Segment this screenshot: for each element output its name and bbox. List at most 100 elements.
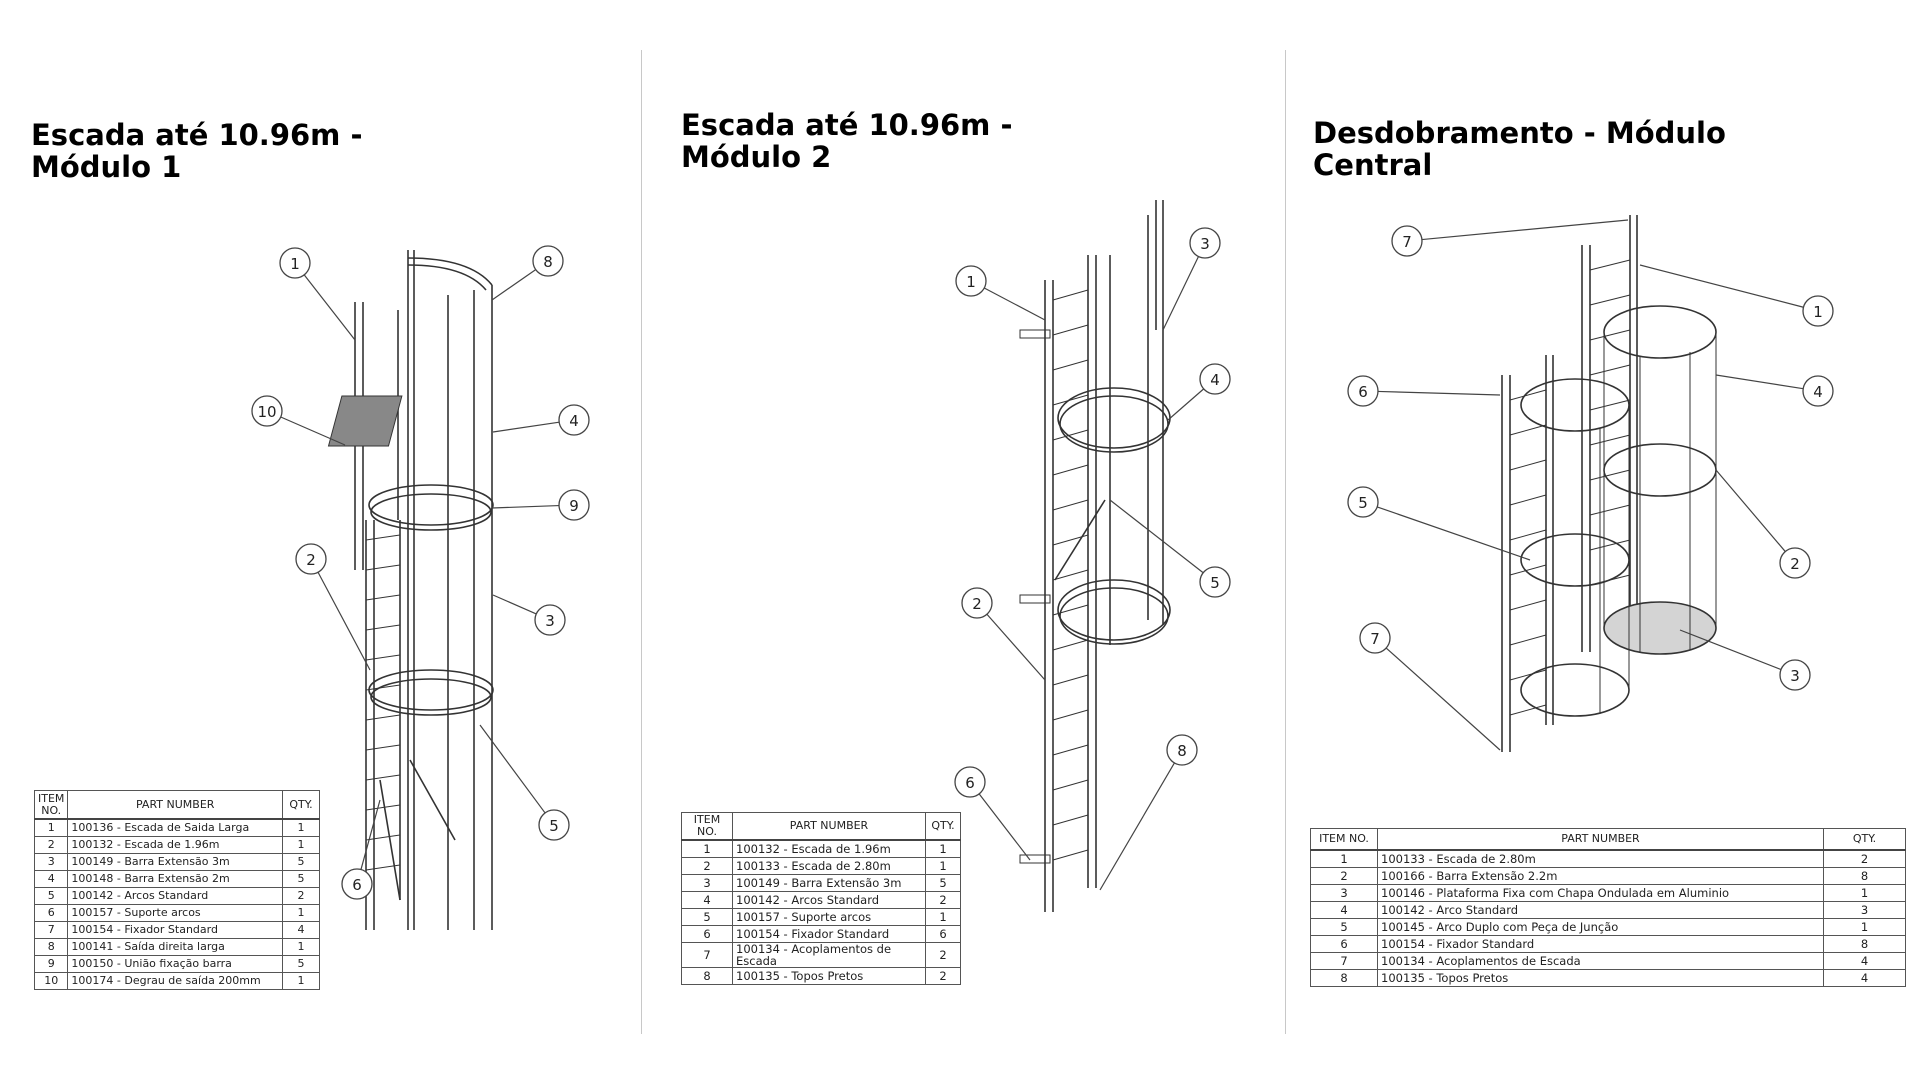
item-number: 2: [33, 836, 69, 854]
item-number: 2: [681, 857, 733, 875]
quantity: 8: [1823, 935, 1906, 953]
quantity: 2: [925, 967, 961, 986]
item-number: 5: [1310, 918, 1378, 936]
item-number: 5: [681, 908, 733, 926]
balloon-number: 3: [1200, 235, 1210, 253]
balloon-callout: 8: [491, 245, 564, 301]
panel-divider: [1285, 50, 1286, 1034]
quantity: 4: [1823, 952, 1906, 970]
leader-line: [317, 571, 371, 671]
balloon-circle: [1189, 227, 1221, 259]
balloon-callout: 3: [492, 594, 566, 636]
balloon-number: 6: [1358, 383, 1368, 401]
leader-line: [491, 504, 560, 509]
qty-header: QTY.: [1823, 828, 1906, 851]
balloon-callout: 5: [1347, 486, 1531, 561]
item-number: 6: [1310, 935, 1378, 953]
item-number: 8: [33, 938, 69, 956]
balloon-callout: 2: [295, 543, 371, 671]
leader-line: [1639, 264, 1804, 308]
part-number: 100132 - Escada de 1.96m: [732, 839, 926, 858]
balloon-number: 1: [966, 273, 976, 291]
panel-divider: [641, 50, 642, 1034]
balloon-number: 3: [1790, 667, 1800, 685]
leader-line: [303, 274, 356, 341]
part-number: 100149 - Barra Extensão 3m: [732, 874, 926, 892]
part-number: 100135 - Topos Pretos: [1377, 969, 1824, 987]
item-number: 1: [33, 818, 69, 837]
item-number: 3: [33, 853, 69, 871]
item-number: 8: [1310, 969, 1378, 987]
leader-line: [1679, 629, 1782, 671]
leader-line: [1162, 256, 1200, 331]
balloon-number: 2: [306, 551, 316, 569]
part-number-header: PART NUMBER: [67, 790, 283, 820]
quantity: 6: [925, 925, 961, 943]
item-number: 1: [1310, 849, 1378, 868]
item-number: 7: [681, 941, 733, 969]
balloon-circle: [1199, 566, 1231, 598]
part-number: 100135 - Topos Pretos: [732, 967, 926, 986]
quantity: 1: [282, 904, 320, 922]
part-number: 100150 - União fixação barra: [67, 955, 283, 973]
balloon-circle: [534, 604, 566, 636]
balloon-number: 5: [549, 817, 559, 835]
part-number-header: PART NUMBER: [732, 812, 926, 841]
leader-line: [280, 416, 346, 446]
quantity: 4: [1823, 969, 1906, 987]
quantity: 2: [1823, 849, 1906, 868]
leader-line: [1421, 219, 1629, 241]
part-number: 100134 - Acoplamentos de Escada: [1377, 952, 1824, 970]
item-number: 3: [1310, 884, 1378, 902]
quantity: 5: [282, 870, 320, 888]
quantity: 1: [1823, 918, 1906, 936]
quantity: 1: [925, 839, 961, 858]
balloon-callout: 6: [1347, 375, 1501, 407]
balloon-circle: [341, 868, 373, 900]
balloon-circle: [538, 809, 570, 841]
balloon-callout: 2: [961, 587, 1046, 681]
balloon-number: 1: [290, 255, 300, 273]
leader-line: [986, 613, 1046, 681]
part-number: 100154 - Fixador Standard: [732, 925, 926, 943]
panel-3-title: Desdobramento - Módulo Central: [1313, 116, 1726, 182]
balloon-circle: [954, 766, 986, 798]
balloon-circle: [1347, 486, 1379, 518]
balloon-callout: 2: [1715, 469, 1811, 579]
balloon-circle: [1802, 295, 1834, 327]
balloon-circle: [1347, 375, 1379, 407]
balloon-circle: [558, 404, 590, 436]
item-number: 7: [1310, 952, 1378, 970]
item-no-header: ITEM NO.: [33, 790, 69, 820]
leader-line: [1385, 647, 1501, 751]
part-number: 100166 - Barra Extensão 2.2m: [1377, 867, 1824, 885]
item-number: 6: [681, 925, 733, 943]
balloon-number: 7: [1402, 233, 1412, 251]
balloon-circle: [532, 245, 564, 277]
item-no-header: ITEM NO.: [1310, 828, 1378, 851]
item-number: 3: [681, 874, 733, 892]
item-no-header: ITEM NO.: [681, 812, 733, 841]
balloon-callout: 1: [955, 265, 1046, 321]
part-number: 100136 - Escada de Saida Larga: [67, 818, 283, 837]
balloon-circle: [1199, 363, 1231, 395]
quantity: 2: [925, 891, 961, 909]
item-number: 4: [681, 891, 733, 909]
qty-header: QTY.: [282, 790, 320, 820]
